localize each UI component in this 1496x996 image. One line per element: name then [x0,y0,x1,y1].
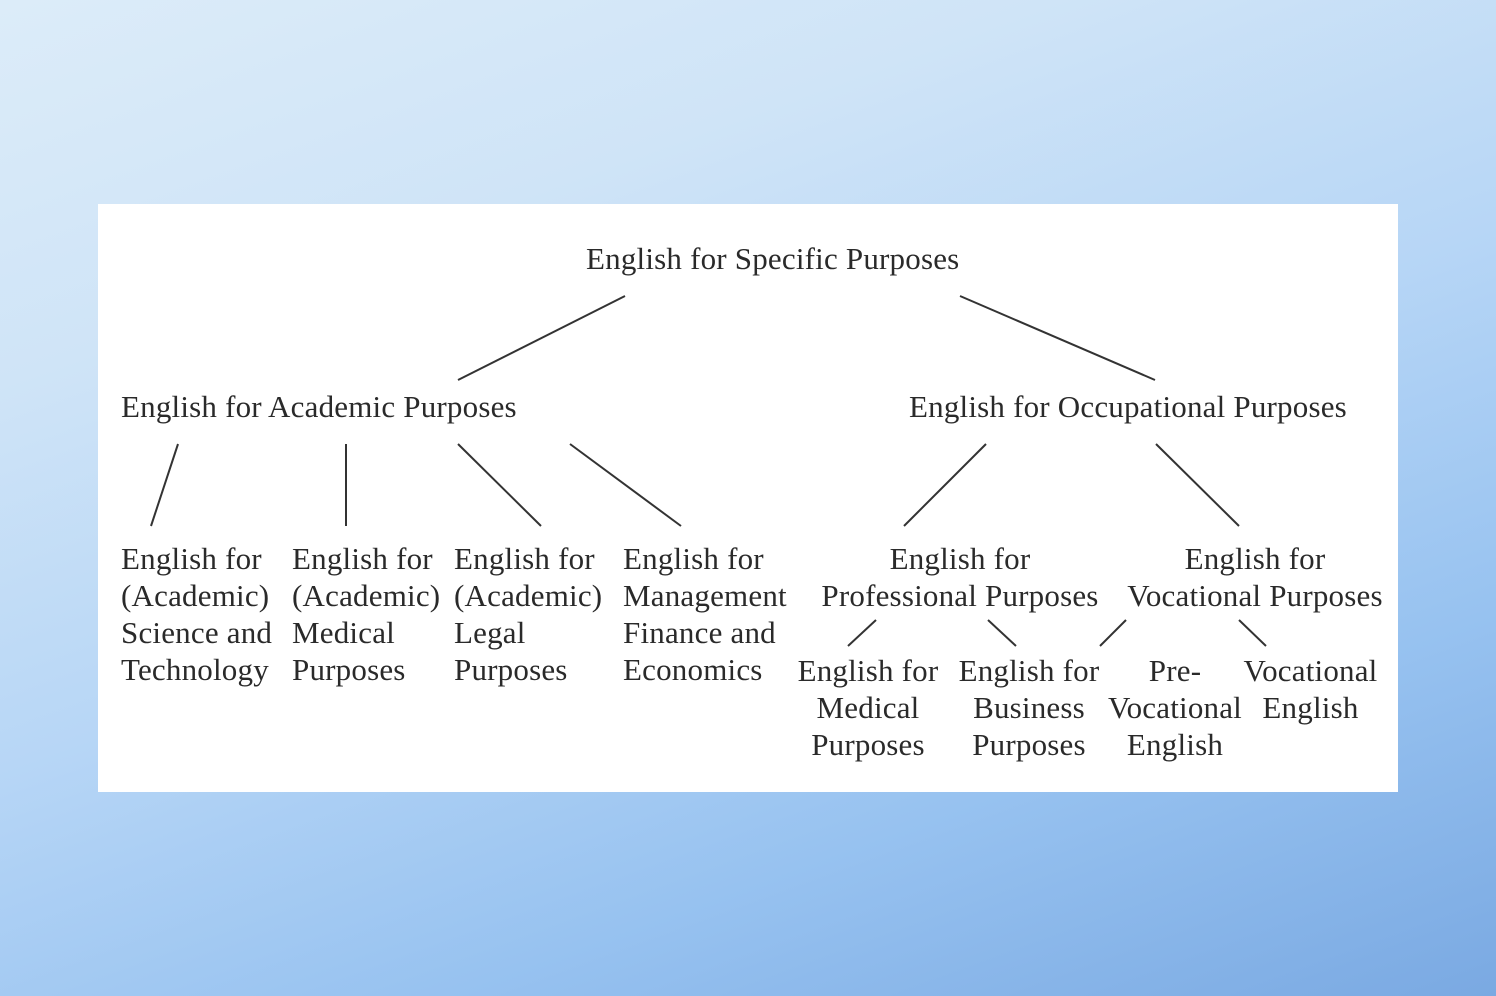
node-eop: English for Occupational Purposes [909,389,1347,424]
edge-esp-eop [959,295,1156,381]
node-eap-medical: English for (Academic) Medical Purposes [292,541,441,687]
edge-evp-vocational [1238,619,1267,647]
edge-eap-science [150,443,179,527]
node-eop-vocational: English for Vocational Purposes [1127,541,1383,613]
edge-evp-prevocational [1099,619,1127,647]
edge-epp-business [987,619,1017,647]
node-evp-vocational: Vocational English [1243,653,1378,725]
edge-esp-eap [457,295,626,381]
node-eap-legal: English for (Academic) Legal Purposes [454,541,603,687]
edge-eop-vocational [1155,443,1240,527]
node-epp-medical: English for Medical Purposes [797,653,939,762]
node-eap-management: English for Management Finance and Econo… [623,541,787,687]
node-epp-business: English for Business Purposes [958,653,1100,762]
edge-eap-management [569,443,682,527]
edge-eap-legal [457,443,542,527]
node-eap: English for Academic Purposes [121,389,517,424]
node-evp-prevocational: Pre- Vocational English [1107,653,1242,762]
node-esp: English for Specific Purposes [586,241,960,276]
edge-eop-professional [903,443,987,527]
node-eop-professional: English for Professional Purposes [821,541,1099,613]
node-eap-science-technology: English for (Academic) Science and Techn… [121,541,273,687]
diagram-card: English for Specific Purposes English fo… [98,204,1398,792]
tree-edges [150,295,1267,647]
edge-epp-medical [847,619,877,647]
